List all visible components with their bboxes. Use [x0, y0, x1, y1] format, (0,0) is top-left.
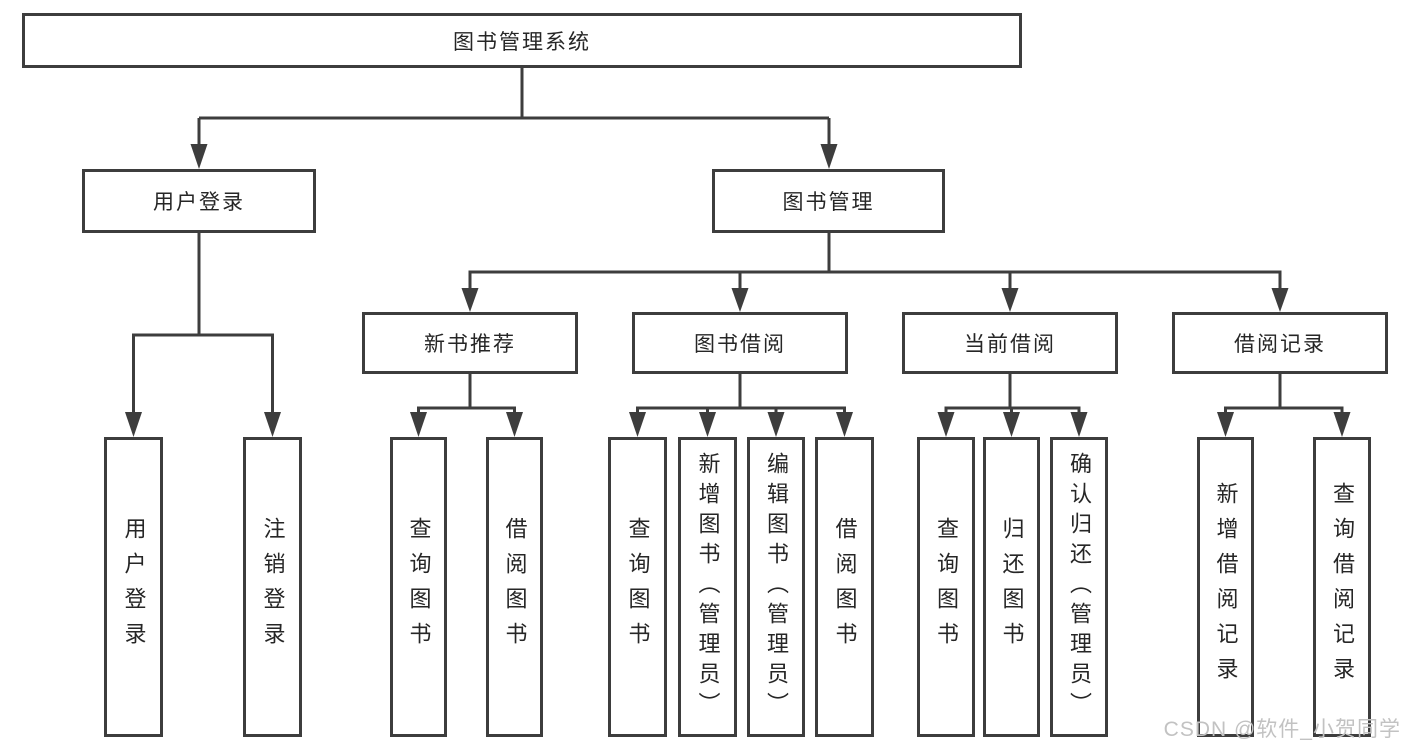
leaf-query-books-3: 查询图书	[917, 437, 975, 737]
node-label: 查询图书	[625, 517, 651, 657]
node-label: 新增图书（管理员）	[695, 452, 721, 722]
leaf-add-books-admin: 新增图书（管理员）	[678, 437, 737, 737]
leaf-confirm-return-admin: 确认归还（管理员）	[1050, 437, 1108, 737]
node-new-book-recommendation: 新书推荐	[362, 312, 578, 374]
node-label: 查询图书	[406, 517, 432, 657]
leaf-query-books-2: 查询图书	[608, 437, 667, 737]
node-label: 图书借阅	[694, 333, 786, 356]
node-borrowing-records: 借阅记录	[1172, 312, 1388, 374]
node-label: 新书推荐	[424, 333, 516, 356]
node-user-login-branch: 用户登录	[82, 169, 316, 233]
node-label: 查询图书	[934, 517, 959, 657]
leaf-query-books-1: 查询图书	[390, 437, 447, 737]
node-label: 归还图书	[999, 517, 1025, 657]
node-label: 图书管理	[782, 191, 875, 214]
csdn-watermark: CSDN @软件_小贺同学	[1163, 718, 1401, 741]
node-label: 当前借阅	[964, 333, 1056, 356]
leaf-borrow-books-1: 借阅图书	[486, 437, 543, 737]
node-label: 用户登录	[153, 191, 245, 214]
node-label: 编辑图书（管理员）	[764, 452, 789, 722]
leaf-user-login: 用户登录	[104, 437, 163, 737]
node-label: 注销登录	[260, 517, 286, 657]
node-label: 查询借阅记录	[1330, 482, 1355, 692]
leaf-query-borrow-record: 查询借阅记录	[1313, 437, 1371, 737]
node-label: 借阅图书	[502, 517, 528, 657]
leaf-return-books: 归还图书	[983, 437, 1040, 737]
leaf-edit-books-admin: 编辑图书（管理员）	[747, 437, 805, 737]
node-book-borrowing: 图书借阅	[632, 312, 848, 374]
node-library-management-system: 图书管理系统	[22, 13, 1022, 68]
leaf-add-borrow-record: 新增借阅记录	[1197, 437, 1254, 737]
node-label: 图书管理系统	[453, 30, 591, 54]
node-current-borrowing: 当前借阅	[902, 312, 1118, 374]
node-label: 用户登录	[121, 517, 147, 657]
node-label: 新增借阅记录	[1213, 482, 1239, 692]
node-book-management: 图书管理	[712, 169, 945, 233]
leaf-borrow-books-2: 借阅图书	[815, 437, 874, 737]
node-label: 借阅记录	[1234, 333, 1326, 356]
leaf-logout: 注销登录	[243, 437, 302, 737]
node-label: 借阅图书	[832, 517, 858, 657]
node-label: 确认归还（管理员）	[1067, 452, 1092, 722]
